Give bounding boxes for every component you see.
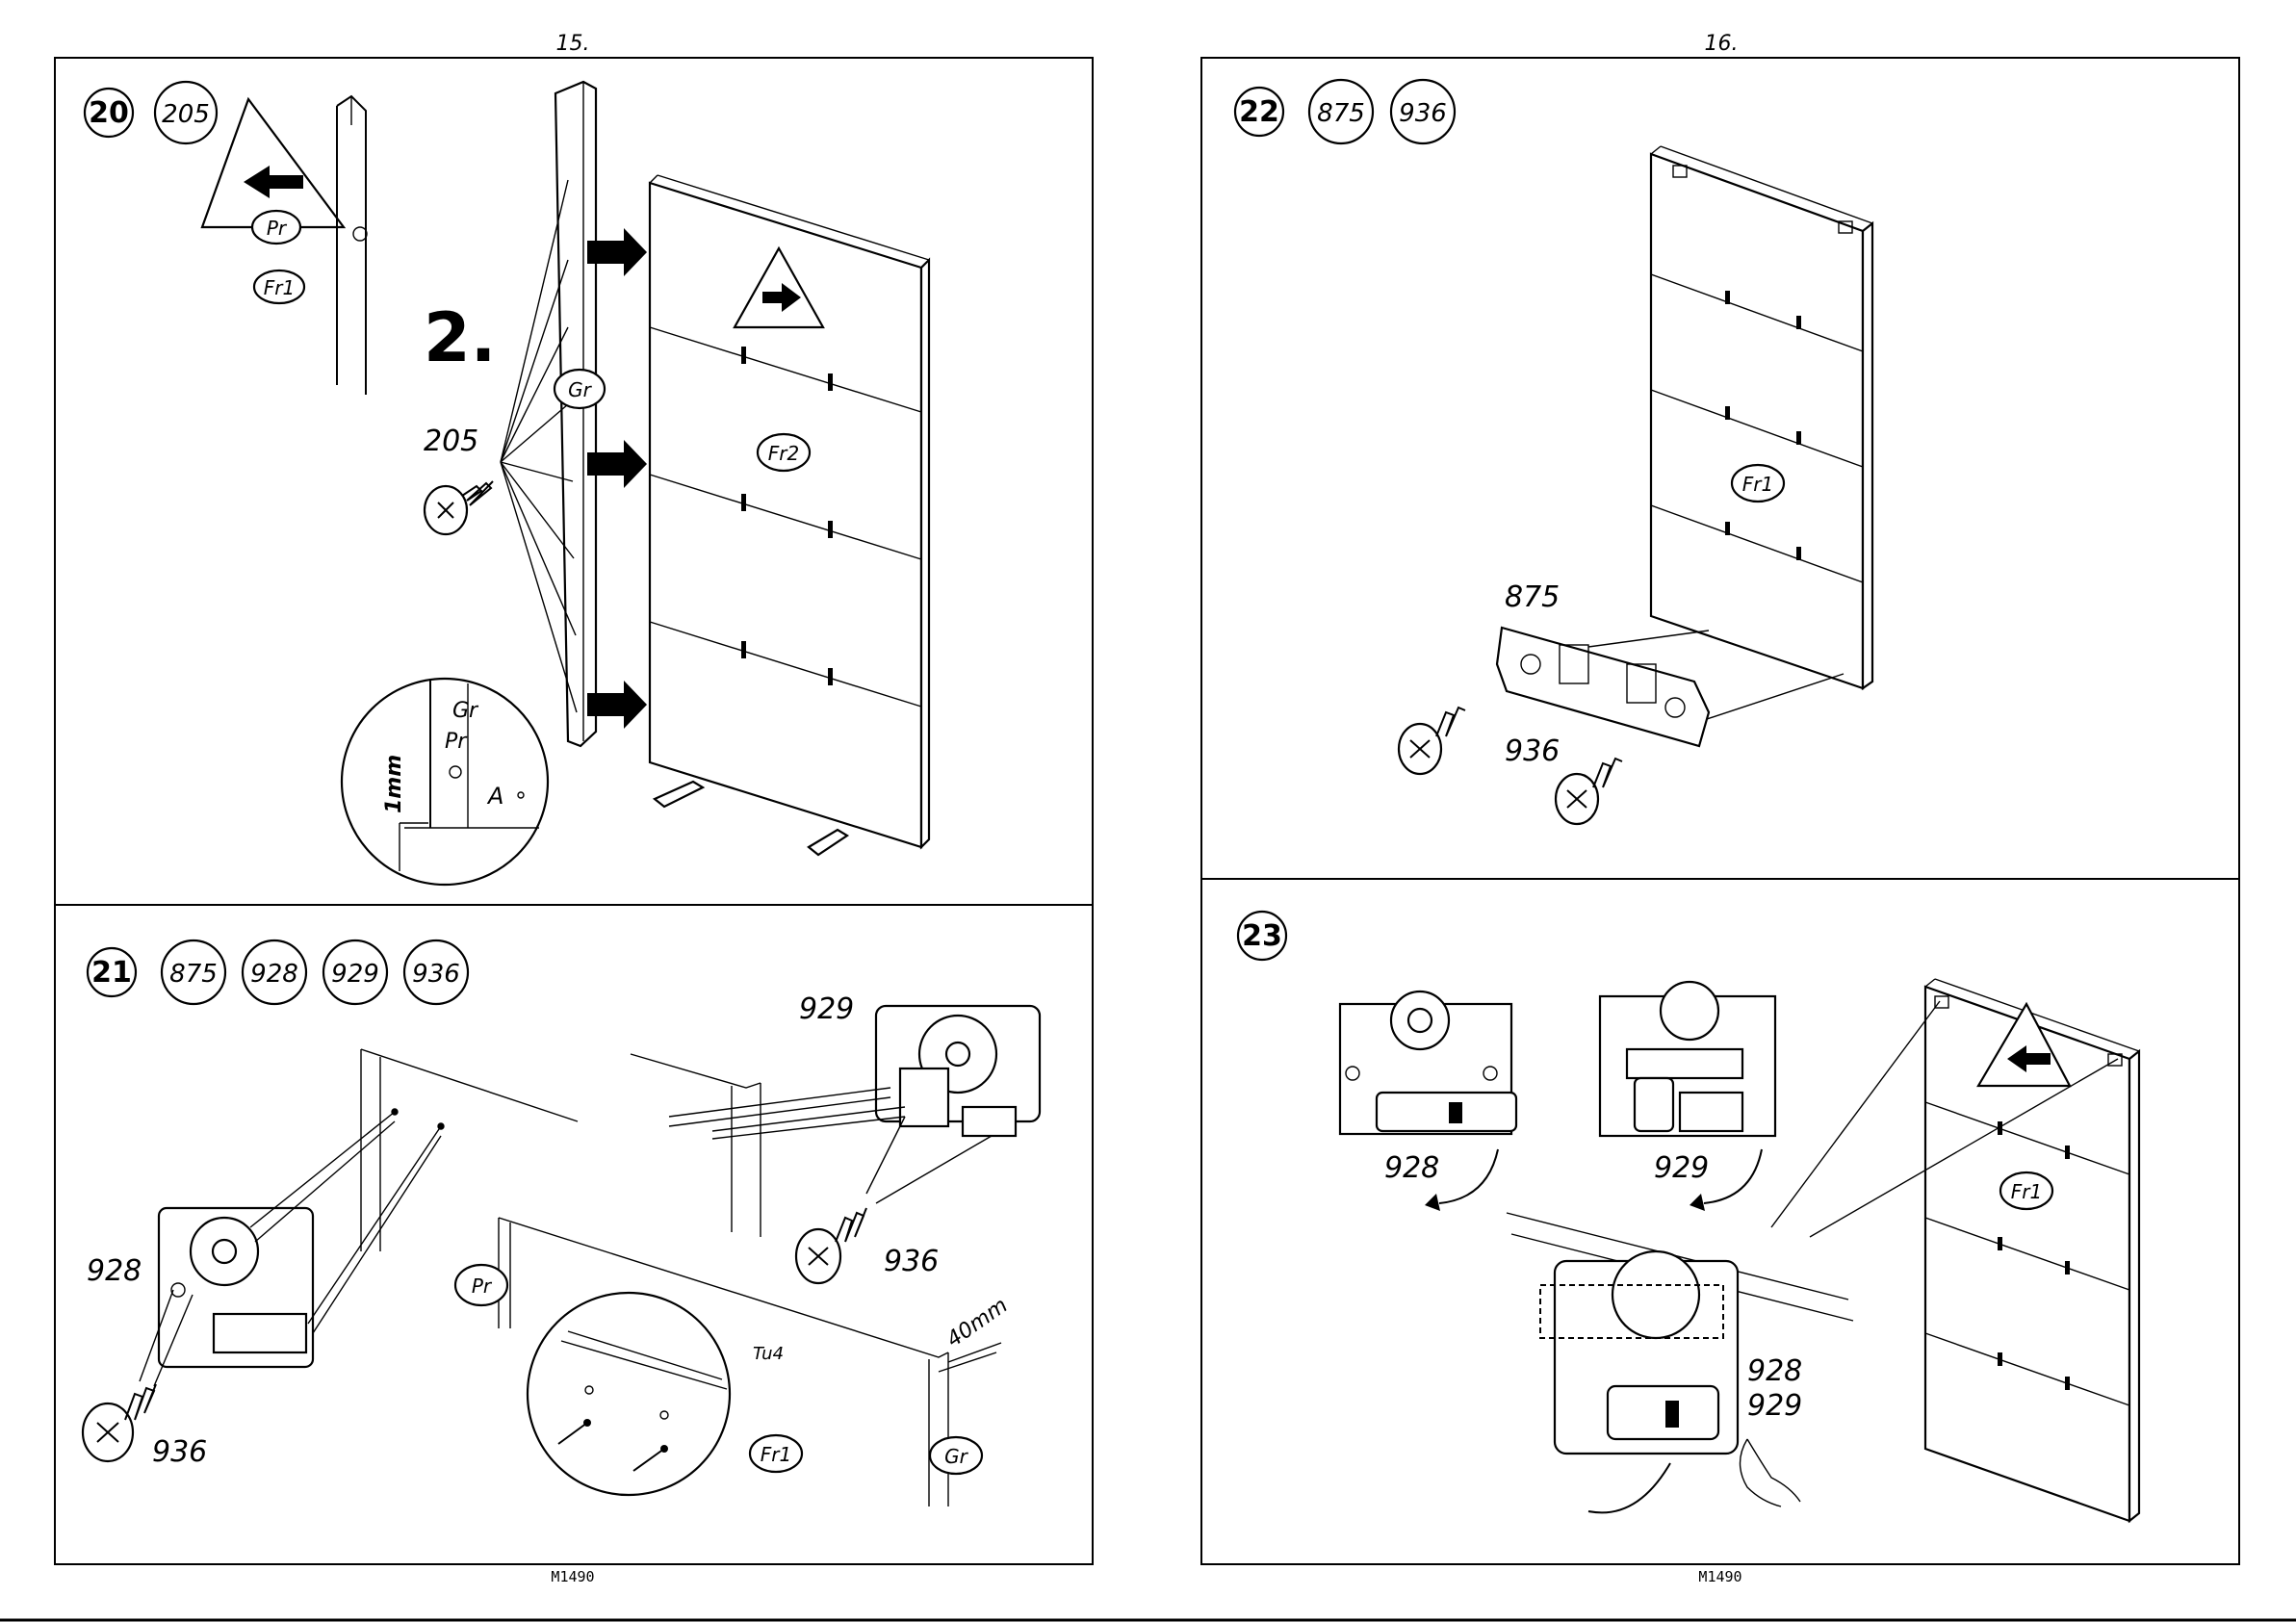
screw-label: 205 [424,425,478,458]
stopper-875-label: 875 [1505,580,1560,614]
screw-icon [1399,708,1465,774]
part-badge: 936 [412,960,460,989]
svg-text:Pr: Pr [267,217,288,240]
roller-929 [876,1006,1040,1136]
rotate-arrow-icon [1704,1149,1762,1203]
step-sequence-number: 2. [424,298,496,377]
step-number: 22 [1239,95,1279,129]
screw-icon [1556,759,1622,824]
roller-928-label: 928 [87,1254,142,1288]
screw-icon [796,1208,866,1283]
fr2-tag: Fr2 [758,434,810,471]
page-number-right: 16. [1705,32,1739,56]
svg-text:Fr1: Fr1 [1742,473,1773,496]
fr1-tag: Fr1 [750,1435,802,1472]
roller-928-label-b: 928 [1747,1354,1802,1388]
screw-936-label-a: 936 [884,1245,939,1278]
detail-pr-label: Pr [445,730,468,754]
dimension-40mm-label: 40mm [942,1294,1012,1352]
screw-936-label: 936 [1505,734,1560,768]
part-badge: 205 [162,100,210,129]
door-corner-left [361,1049,578,1251]
detail-magnifier [528,1293,730,1495]
svg-text:Fr1: Fr1 [761,1443,791,1466]
roller-928-label: 928 [1384,1151,1439,1185]
step-number: 20 [89,96,129,130]
gr-tag: Gr [555,370,605,408]
detail-gr-label: Gr [452,699,479,723]
svg-text:Gr: Gr [944,1445,968,1468]
roller-928 [159,1208,313,1367]
warning-triangle-icon [202,99,344,227]
profile-detail [337,96,367,395]
roller-929-label: 929 [1654,1151,1709,1185]
rotate-arrow-icon [1588,1463,1670,1512]
step-number: 21 [91,956,132,990]
footer-code-left: M1490 [551,1568,594,1585]
pr-tag: Pr [455,1265,507,1305]
svg-text:Fr1: Fr1 [264,276,295,299]
detail-magnifier [342,679,548,885]
footer-code-right: M1490 [1698,1568,1741,1585]
roller-928-front [1340,991,1516,1134]
part-badge: 875 [1317,99,1365,128]
page-number-left: 15. [556,32,590,56]
step-21-header: 21 875 928 929 936 [88,940,468,1004]
part-badge: 875 [169,960,218,989]
fr1-tag: Fr1 [1732,465,1784,502]
door-corner-right [631,1054,761,1237]
rotate-arrowhead-icon [1425,1194,1440,1211]
svg-text:Fr1: Fr1 [2011,1180,2042,1203]
step-20-header: 20 205 [85,82,217,143]
svg-text:Gr: Gr [568,378,592,401]
screw-icon [83,1384,156,1461]
part-badge: 928 [250,960,298,989]
part-badge: 936 [1399,99,1447,128]
gr-tag: Gr [930,1437,982,1474]
roller-assembly-detail [1540,1251,1738,1454]
step-23-header: 23 [1238,912,1286,960]
screw-icon [425,481,493,534]
roller-929-label-b: 929 [1747,1389,1802,1423]
pr-tag: Pr [252,211,300,244]
roller-929-front [1600,982,1775,1136]
fr1-tag: Fr1 [254,270,304,303]
svg-text:Pr: Pr [472,1274,493,1298]
svg-text:Fr2: Fr2 [768,442,799,465]
rotate-arrow-icon [1439,1149,1498,1203]
detail-a-label: A [486,783,503,810]
roller-929-label: 929 [799,992,854,1026]
part-badge: 929 [331,960,379,989]
step-22-header: 22 875 936 [1235,80,1455,143]
step-number: 23 [1242,919,1282,953]
clearance-label: 1mm [382,755,406,813]
guide-rail [555,82,596,746]
tu4-label: Tu4 [753,1344,784,1364]
panel-fr1 [1651,146,1872,688]
screw-936-label-b: 936 [152,1435,207,1469]
fr1-tag: Fr1 [2000,1172,2052,1209]
finger-icon [1741,1439,1801,1506]
rotate-arrowhead-icon [1690,1194,1705,1211]
